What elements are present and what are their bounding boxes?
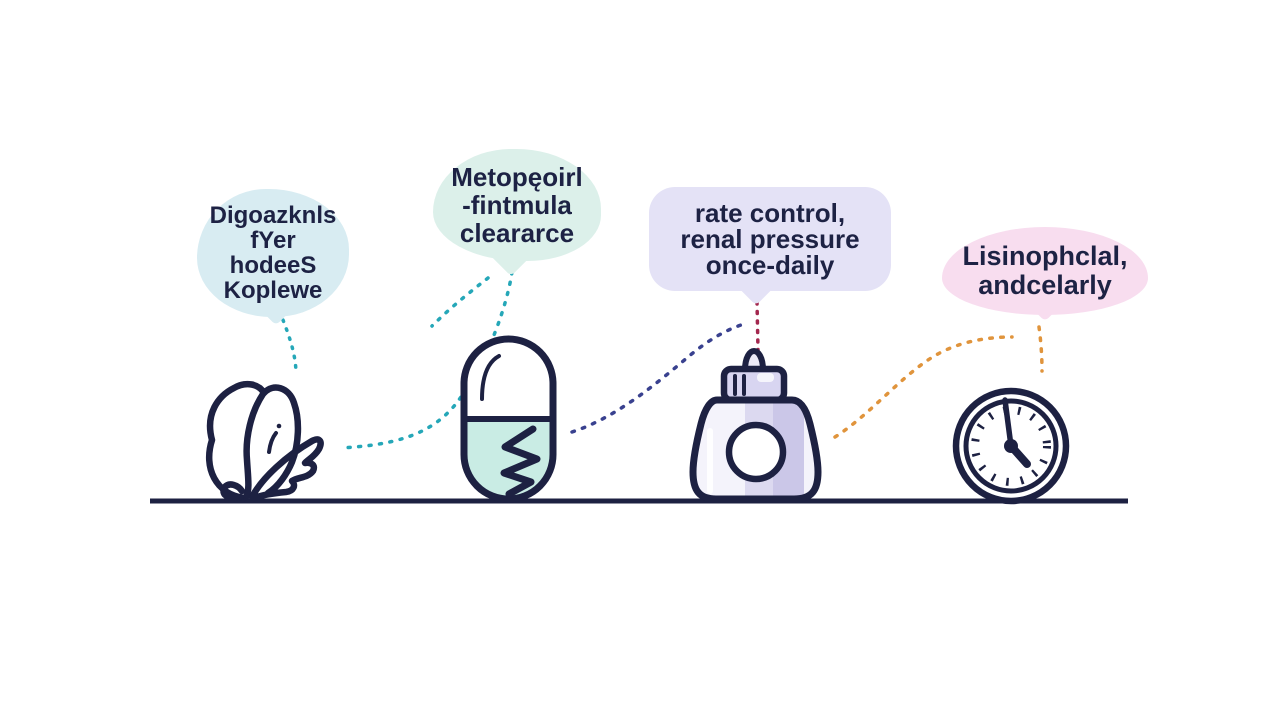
clock-center-dot — [1004, 439, 1018, 453]
connector-2b-teal-line — [430, 276, 490, 328]
leaf-wing — [248, 436, 324, 502]
bottle-cap-ridges — [733, 374, 746, 396]
clock-icon — [952, 387, 1070, 505]
bottle-bubble: rate control, renal pressure once-daily — [649, 187, 891, 291]
herb-bubble-line: Digoazknls — [209, 202, 337, 229]
herb-bubble-line: fYer — [250, 227, 296, 254]
capsule-bubble-line: Metopęoirl — [451, 162, 583, 192]
bottle-label-circle — [725, 421, 787, 483]
clock-minute-hand — [1002, 397, 1014, 449]
bottle-left-highlight — [707, 428, 713, 494]
connector-4a-orange-line — [833, 335, 1014, 439]
capsule-zigzag — [500, 425, 541, 498]
leaf-midrib — [242, 390, 267, 501]
connector-lines — [281, 270, 1044, 450]
connector-2a-teal-line — [338, 270, 514, 450]
clock-tick-marks — [971, 406, 1051, 486]
leaf-inner-tick — [267, 431, 278, 454]
connector-3a-navy-line — [570, 322, 746, 434]
connector-4b-orange-line — [1037, 325, 1044, 373]
capsule-icon — [460, 335, 557, 503]
capsule-bubble-line: cleararce — [459, 218, 575, 248]
leaf-icon — [205, 380, 324, 502]
connector-3b-red-line — [755, 300, 760, 352]
leaf-inner-dot — [276, 423, 282, 429]
bottle-body-outline — [689, 396, 822, 503]
connector-1-teal-line — [281, 318, 298, 376]
herb-bubble-line: hodeeS — [229, 252, 317, 279]
capsule-bubble-line: -fintmula — [462, 190, 572, 220]
leaf-body-outline — [205, 380, 302, 502]
bottle-knob — [742, 347, 766, 373]
capsule-highlight — [480, 354, 501, 401]
herb-bubble: Digoazknls fYer hodeeS Koplewe — [197, 189, 349, 317]
leaf-base-curl — [220, 481, 246, 501]
clock-bubble-line: Lisinophclal, — [962, 241, 1128, 271]
clock-inner-ring — [963, 398, 1059, 494]
bottle-bubble-line: rate control, — [694, 198, 846, 228]
capsule-bubble: Metopęoirl -fintmula cleararce — [433, 149, 601, 261]
bottle-bubble-line: renal pressure — [680, 224, 860, 254]
bottle-icon — [689, 347, 822, 503]
bottle-cap-highlight — [757, 373, 774, 382]
clock-bubble-line: andcelarly — [978, 270, 1112, 300]
capsule-lower-half — [467, 420, 550, 496]
bottle-bubble-line: once-daily — [705, 250, 835, 280]
herb-bubble-line: Koplewe — [223, 277, 323, 304]
clock-bubble: Lisinophclal, andcelarly — [942, 227, 1148, 315]
